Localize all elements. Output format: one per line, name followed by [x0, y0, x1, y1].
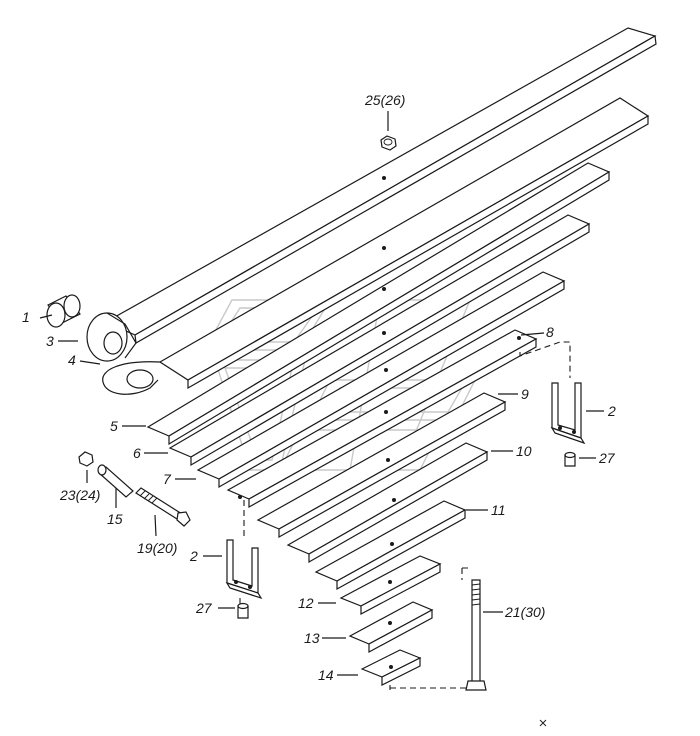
callout-labels: 1 3 4 5 6 7 8 9 10 11 12 13 14 15 19(20)…: [22, 92, 616, 683]
callout-19-20: 19(20): [137, 540, 177, 556]
corner-mark: [539, 719, 547, 727]
callout-13: 13: [304, 630, 320, 646]
callout-2-right: 2: [607, 403, 616, 419]
u-bolt-left: [225, 539, 263, 600]
callout-21-30: 21(30): [504, 604, 545, 620]
callout-11: 11: [491, 502, 506, 518]
leaf-14: [360, 649, 422, 686]
callout-4: 4: [68, 352, 76, 368]
bushing-part-1: [46, 294, 81, 328]
callout-10: 10: [516, 443, 532, 459]
leaf-6: [168, 214, 591, 467]
callout-1: 1: [22, 309, 30, 325]
leaf-8: [226, 329, 538, 509]
stud-part-27-left: [237, 602, 249, 619]
callout-27-right: 27: [598, 450, 616, 466]
leaf-12: [339, 555, 442, 615]
center-bolt-part-21: [465, 579, 487, 691]
leaf-13: [348, 601, 434, 654]
main-leaf-3: [86, 27, 657, 362]
callout-5: 5: [110, 418, 118, 434]
wrap-leaf-4: [102, 97, 650, 395]
callout-27-left: 27: [195, 600, 213, 616]
callout-12: 12: [298, 595, 314, 611]
callout-6: 6: [133, 445, 141, 461]
bolt-part-19: [135, 487, 191, 527]
leaf-7: [196, 271, 566, 489]
u-bolt-right: [550, 382, 586, 445]
callout-7: 7: [163, 471, 172, 487]
nut-part-23: [78, 451, 94, 467]
stud-part-27-right: [564, 451, 576, 467]
callout-25-26: 25(26): [364, 92, 405, 108]
callout-14: 14: [318, 667, 334, 683]
pin-part-15: [97, 464, 134, 498]
leaf-5: [146, 162, 611, 446]
nut-part-25: [380, 135, 397, 151]
leader-lines: [39, 111, 604, 676]
callout-15: 15: [107, 511, 123, 527]
leaf-9: [256, 392, 507, 539]
callout-23-24: 23(24): [59, 487, 100, 503]
callout-3: 3: [46, 333, 54, 349]
callout-8: 8: [546, 324, 554, 340]
callout-2-left: 2: [189, 548, 198, 564]
leaf-11: [314, 500, 467, 591]
alignment-dashes: [239, 341, 571, 690]
leaf-10: [286, 442, 489, 564]
callout-9: 9: [521, 386, 529, 402]
